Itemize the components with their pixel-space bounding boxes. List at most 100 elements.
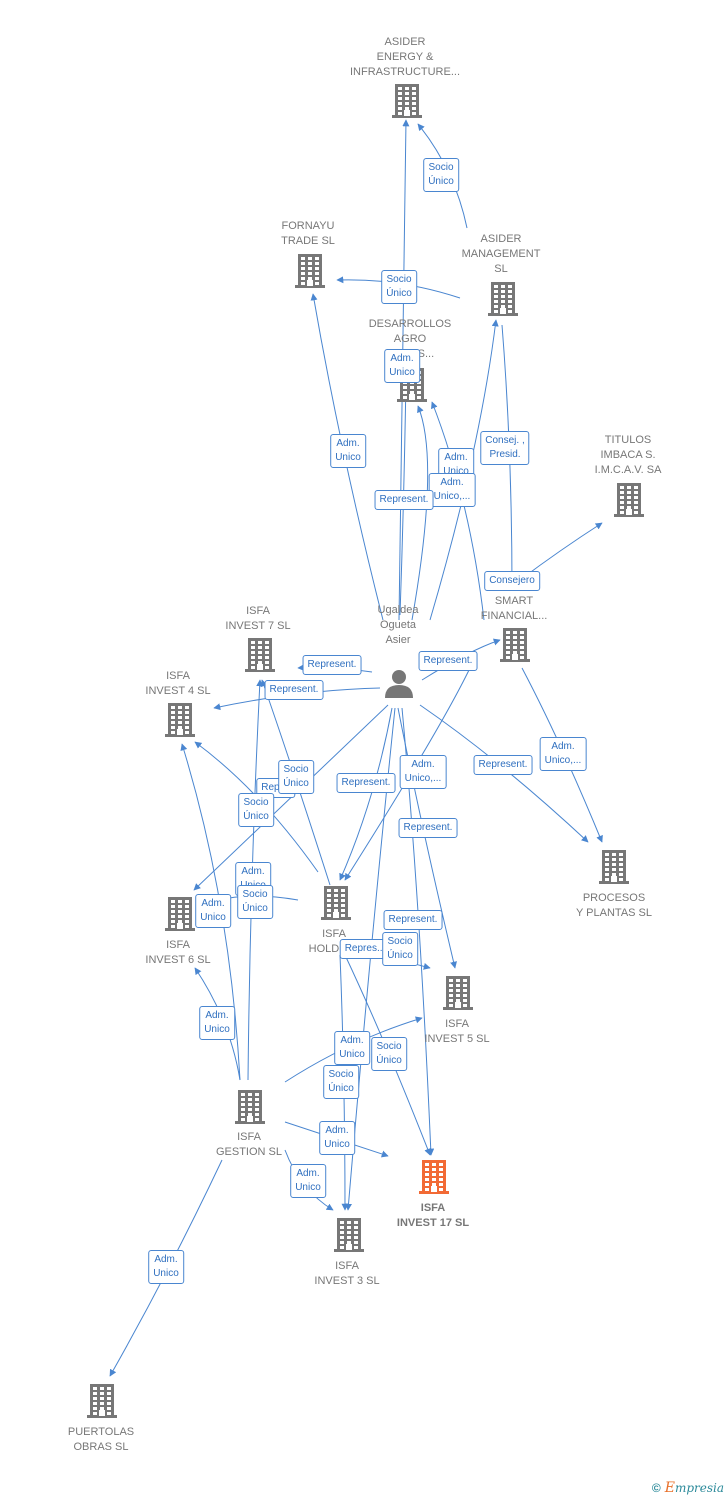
edge-label[interactable]: Adm.Unico <box>384 349 420 383</box>
relationship-edge <box>339 707 393 881</box>
person-icon[interactable] <box>383 667 415 699</box>
footer-brand: ©Empresia <box>652 1480 724 1496</box>
edge-label[interactable]: Consejero <box>484 571 540 591</box>
building-icon[interactable] <box>500 626 530 662</box>
node-label-line: I.M.C.A.V. SA <box>594 464 662 476</box>
building-icon[interactable] <box>599 848 629 884</box>
node-label-line: INVEST 17 SL <box>396 1217 470 1229</box>
node-label-line: IMBACA S. <box>600 449 656 461</box>
node-label-titulos[interactable]: TITULOS IMBACA S. I.M.C.A.V. SA <box>595 433 662 478</box>
edge-label-line: Adm. <box>205 1010 229 1021</box>
edge-label[interactable]: Represent. <box>473 755 533 775</box>
building-icon[interactable] <box>87 1382 117 1418</box>
building-icon[interactable] <box>488 280 518 316</box>
edge-label-line: Único <box>376 1055 402 1066</box>
edge-label-line: Unico <box>335 452 361 463</box>
node-label-line: INVEST 6 SL <box>145 954 211 966</box>
brand-name: mpresia <box>674 1481 724 1495</box>
building-icon[interactable] <box>321 884 351 920</box>
edge-label-line: Consej. , <box>485 435 525 446</box>
edge-label[interactable]: Adm. Unico <box>199 1006 235 1040</box>
building-icon[interactable] <box>295 252 325 288</box>
edge-label-line: Socio <box>242 889 268 900</box>
edge-label-line: Adm. <box>154 1254 178 1265</box>
node-label-line: ISFA <box>237 1131 261 1143</box>
edge-label-line: Repr... <box>261 782 291 793</box>
node-label-line: TRADE SL <box>281 235 335 247</box>
edge-label[interactable]: Adm.Unico,... <box>399 755 447 789</box>
building-icon[interactable] <box>165 701 195 737</box>
edge-label[interactable]: Represent. <box>264 680 324 700</box>
building-icon[interactable] <box>245 636 275 672</box>
node-label-line: ISFA <box>335 1260 359 1272</box>
edge-label[interactable]: Adm.Unico <box>148 1250 184 1284</box>
node-label-line: PUERTOLAS <box>67 1426 135 1438</box>
edge-label[interactable]: Adm.Unico <box>319 1121 355 1155</box>
edge-label[interactable]: Represent. <box>302 655 362 675</box>
edge-label-line: Repres... <box>344 943 386 954</box>
building-icon[interactable] <box>392 82 422 118</box>
edge-label-line: Unico <box>204 1024 230 1035</box>
edge-label-line: Unico <box>324 1139 350 1150</box>
node-label-line: TITULOS <box>604 434 652 446</box>
node-label-line: PROCESOS <box>582 892 646 904</box>
edge-label[interactable]: Adm.Unico <box>330 434 366 468</box>
edge-label[interactable]: Represent. <box>336 773 396 793</box>
relationship-edge <box>344 667 471 881</box>
edge-label[interactable]: Adm.Unico,... <box>428 473 476 507</box>
building-icon[interactable] <box>397 366 427 402</box>
edge-label[interactable]: Consej. ,Presid. <box>480 431 530 465</box>
edge-label-line: Adm. <box>411 759 435 770</box>
edge-label-line: Adm. <box>551 741 575 752</box>
edge-label[interactable]: Adm.Unico,... <box>539 737 587 771</box>
edge-label-line: Unico <box>295 1182 321 1193</box>
node-label-line: Y PLANTAS SL <box>575 907 653 919</box>
building-icon[interactable] <box>165 895 195 931</box>
node-label-line: ISFA <box>246 605 270 617</box>
edge-label[interactable]: Adm.Unico <box>334 1031 370 1065</box>
edge-label[interactable]: Adm.Unico <box>195 894 231 928</box>
edge-label-line: Represent. <box>478 759 528 770</box>
node-label-line: ASIDER <box>480 233 522 245</box>
edge-label-line: Socio <box>387 936 413 947</box>
node-label-procesos[interactable]: PROCESOS Y PLANTAS SL <box>576 891 652 921</box>
edge-label[interactable]: Represent. <box>374 490 434 510</box>
edge-label[interactable]: Represent. <box>398 818 458 838</box>
edge-label[interactable]: Adm.Unico <box>290 1164 326 1198</box>
building-icon[interactable] <box>614 481 644 517</box>
building-icon[interactable] <box>443 974 473 1010</box>
edge-label-line: Adm. <box>241 866 265 877</box>
edge-label[interactable]: Repres... <box>339 939 391 959</box>
node-label-line: INVEST 5 SL <box>424 1033 490 1045</box>
building-icon[interactable] <box>419 1158 449 1194</box>
building-icon[interactable] <box>235 1088 265 1124</box>
edge-label-line: Socio <box>243 797 269 808</box>
edge-label[interactable]: Represent. <box>383 910 443 930</box>
edge-label-line: Socio <box>428 162 454 173</box>
edge-label-line: Unico <box>389 367 415 378</box>
node-label-line: FINANCIAL... <box>480 610 548 622</box>
edge-label[interactable]: Represent. <box>418 651 478 671</box>
building-icon[interactable] <box>334 1216 364 1252</box>
